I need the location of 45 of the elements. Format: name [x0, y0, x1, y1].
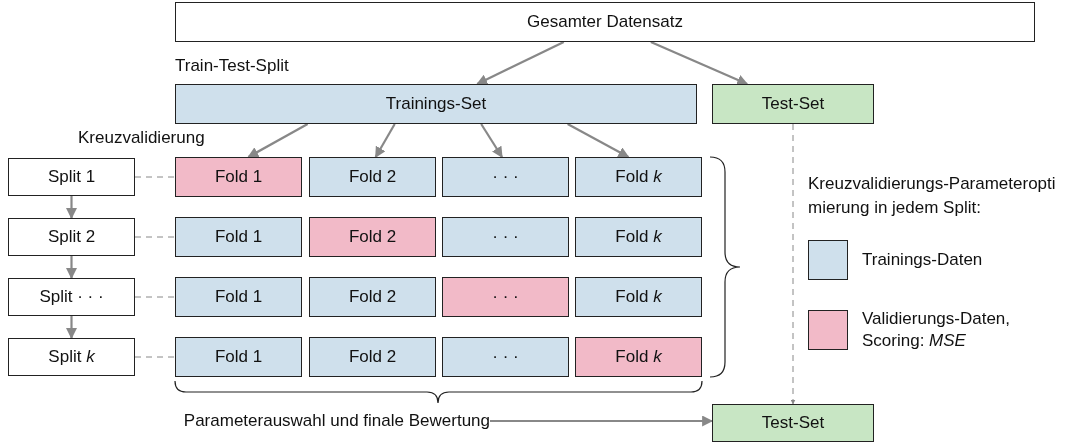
fold-box: Fold 1: [175, 217, 302, 257]
fold-box: Fold 2: [309, 337, 436, 377]
split-box: Split · · ·: [8, 278, 135, 316]
legend-heading: Kreuzvalidierungs-Parameteroptimierung in jedem Split:: [808, 173, 1057, 219]
dashed-connector: [134, 356, 176, 358]
fold-box: Fold k: [575, 157, 702, 197]
split-box: Split 2: [8, 218, 135, 256]
section-label: Kreuzvalidierung: [78, 128, 205, 148]
dashed-connector: [134, 176, 176, 178]
arrow: [480, 123, 503, 158]
dashed-connector: [134, 236, 176, 238]
arrow: [650, 41, 749, 86]
legend-text: Validierungs-Daten, Scoring: MSE: [862, 308, 1012, 352]
arrow: [66, 196, 77, 220]
arrow: [374, 123, 396, 158]
split-box: Split 1: [8, 158, 135, 196]
dashed-connector: [134, 296, 176, 298]
dataset-box: Gesamter Datensatz: [175, 2, 1035, 42]
fold-box: Fold k: [575, 337, 702, 377]
test-set-box: Test-Set: [712, 404, 874, 442]
fold-box: · · ·: [442, 157, 569, 197]
arrow: [66, 316, 77, 340]
note-text: Parameterauswahl und finale Bewertung: [183, 408, 490, 434]
fold-box: Fold k: [575, 217, 702, 257]
dashed-arrow: [790, 123, 796, 405]
fold-box: Fold 1: [175, 157, 302, 197]
section-label: Train-Test-Split: [175, 56, 289, 76]
arrow: [247, 123, 309, 158]
fold-box: Fold 2: [309, 217, 436, 257]
arrow: [490, 415, 714, 427]
split-box: Split k: [8, 338, 135, 376]
arrow: [567, 123, 630, 158]
fold-box: Fold 2: [309, 277, 436, 317]
fold-box: Fold 1: [175, 337, 302, 377]
training-set-box: Trainings-Set: [175, 84, 697, 124]
legend-text: Trainings-Daten: [862, 249, 984, 271]
arrow: [66, 256, 77, 280]
fold-box: Fold k: [575, 277, 702, 317]
fold-box: · · ·: [442, 217, 569, 257]
arrow: [476, 41, 565, 85]
fold-box: Fold 1: [175, 277, 302, 317]
test-set-box: Test-Set: [712, 84, 874, 124]
fold-box: · · ·: [442, 337, 569, 377]
fold-box: Fold 2: [309, 157, 436, 197]
fold-box: · · ·: [442, 277, 569, 317]
